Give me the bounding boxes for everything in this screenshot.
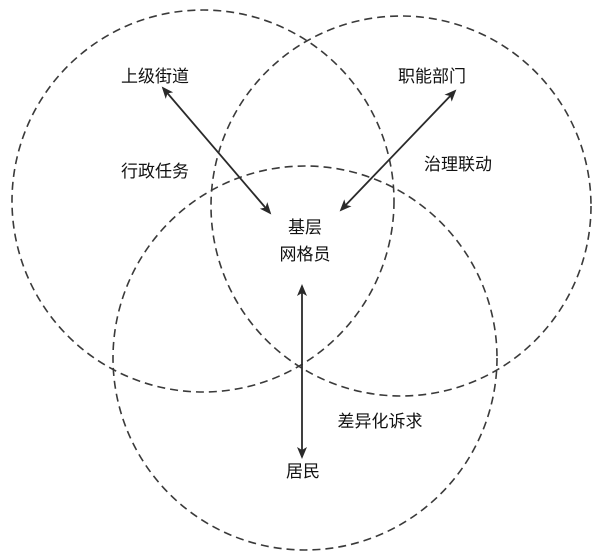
label-differentiated-demands: 差异化诉求	[338, 412, 423, 432]
label-upper-street: 上级街道	[121, 67, 189, 87]
circle-residents	[112, 165, 498, 551]
label-residents: 居民	[286, 462, 320, 482]
circle-upper-street	[11, 9, 395, 393]
arrow-departments-grid-worker	[339, 89, 457, 212]
label-administrative-tasks: 行政任务	[121, 162, 189, 182]
label-functional-departments: 职能部门	[398, 67, 466, 87]
label-governance-linkage: 治理联动	[424, 155, 492, 175]
circle-functional-departments	[210, 15, 592, 397]
label-grid-worker-line2: 网格员	[280, 245, 331, 265]
arrow-upper-street-grid-worker	[161, 86, 272, 215]
label-grid-worker-line1: 基层	[288, 218, 322, 238]
